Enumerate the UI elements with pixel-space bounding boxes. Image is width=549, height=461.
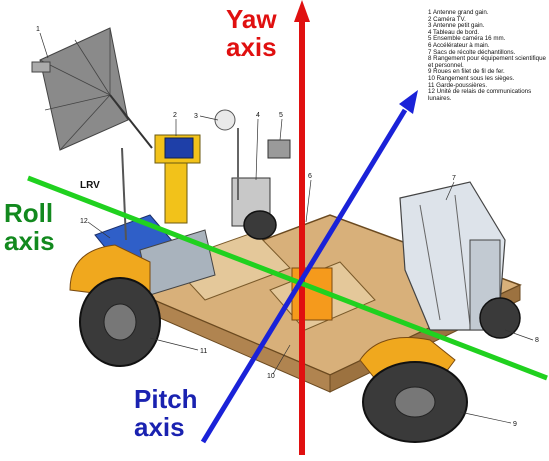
callout-11: 11 <box>200 348 207 355</box>
legend-item: 5 Ensemble caméra 16 mm. <box>428 35 506 43</box>
film-camera <box>267 139 291 159</box>
parts-legend: 1 Antenne grand gain. 2 Caméra TV. 3 Ant… <box>428 9 546 102</box>
callout-12: 12 <box>80 218 88 225</box>
legend-item: 6 Accélérateur à main. <box>428 41 490 49</box>
legend-item: 1 Antenne grand gain. <box>428 9 489 16</box>
callout-leaders <box>39 32 534 424</box>
pitch-axis-label: Pitch axis <box>134 384 198 442</box>
legend-item: 8 Rangement pour équipement scientifique… <box>428 55 546 69</box>
yaw-axis-label: Yaw axis <box>226 4 277 62</box>
callout-2: 2 <box>173 112 177 119</box>
high-gain-antenna <box>31 27 153 151</box>
rear-right-wheel <box>243 210 277 240</box>
legend-item: 12 Unité de relais de communications lun… <box>428 88 532 102</box>
callout-7: 7 <box>452 175 456 182</box>
tv-camera-panel <box>164 137 194 159</box>
camera-mount <box>164 162 188 224</box>
yaw-axis-arrowhead <box>294 0 310 22</box>
vehicle-label: LRV <box>80 180 100 191</box>
antenna-mast <box>121 147 127 241</box>
seat-left <box>169 231 291 301</box>
roll-axis-label: Roll axis <box>4 198 55 256</box>
callout-5: 5 <box>279 112 283 119</box>
legend-item: 2 Caméra TV. <box>428 15 466 23</box>
front-left-wheel <box>479 297 521 339</box>
callout-1: 1 <box>36 26 40 33</box>
legend-item: 7 Sacs de récolte déchantillons. <box>428 48 516 56</box>
front-storage-detail <box>419 204 441 321</box>
callout-9: 9 <box>513 421 517 428</box>
legend-item: 9 Roues en filet de fil de fer. <box>428 68 505 76</box>
callout-4: 4 <box>256 112 260 119</box>
roll-axis-line <box>27 175 548 381</box>
callout-8: 8 <box>535 337 539 344</box>
pitch-axis-arrowhead <box>399 90 418 114</box>
low-gain-antenna <box>214 109 236 131</box>
legend-item: 10 Rangement sous les sièges. <box>428 74 515 82</box>
front-storage-detail <box>454 194 471 326</box>
legend-item: 3 Antenne petit gain. <box>428 22 485 30</box>
callout-6: 6 <box>308 173 312 180</box>
callout-10: 10 <box>267 373 275 380</box>
legend-item: 4 Tableau de bord. <box>428 28 480 36</box>
legend-item: 11 Garde-poussières. <box>428 81 488 89</box>
front-right-hub <box>394 386 436 418</box>
rear-left-hub <box>103 303 137 341</box>
callout-3: 3 <box>194 113 198 120</box>
pitch-axis-line <box>200 108 408 444</box>
